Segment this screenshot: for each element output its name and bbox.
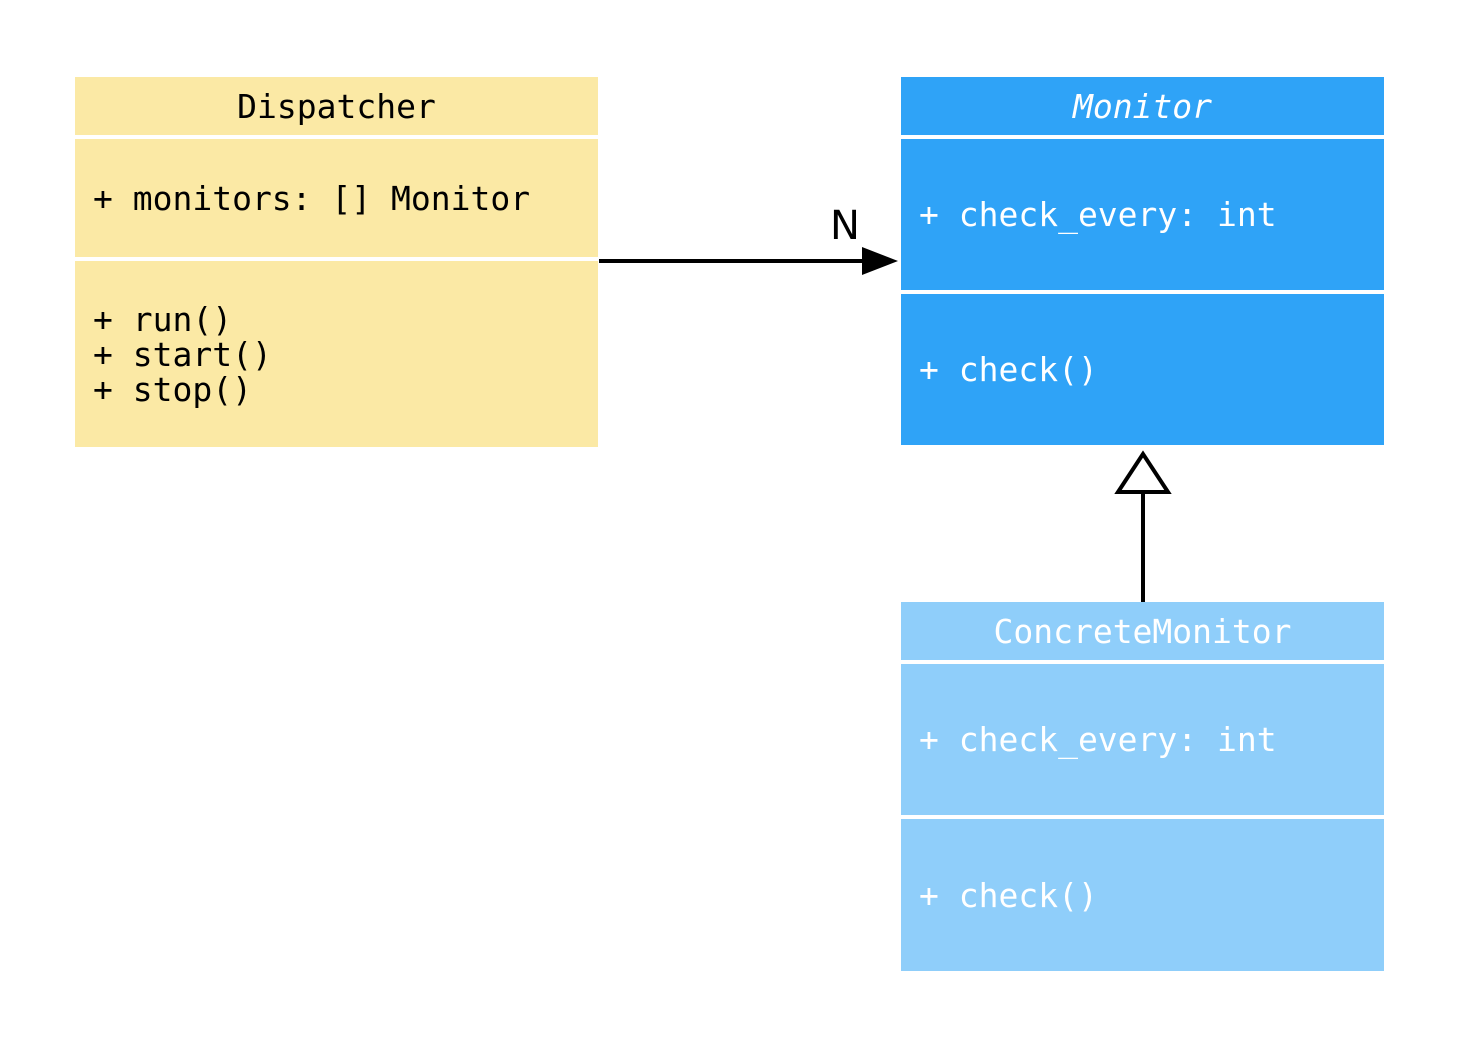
association-arrow-dispatcher-monitor [599, 247, 898, 275]
class-header-concrete-monitor: ConcreteMonitor [901, 602, 1384, 660]
class-name-concrete-monitor: ConcreteMonitor [993, 611, 1292, 651]
methods-section-dispatcher: + run() + start() + stop() [75, 261, 598, 447]
class-name-monitor: Monitor [1072, 86, 1213, 126]
attributes-section-monitor: + check_every: int [901, 139, 1384, 290]
class-name-dispatcher: Dispatcher [237, 86, 436, 126]
attribute-line: + check_every: int [919, 720, 1277, 759]
method-line: + start() [93, 334, 272, 374]
class-header-monitor: Monitor [901, 77, 1384, 135]
attribute-line: + monitors: [] Monitor [93, 178, 531, 218]
class-header-dispatcher: Dispatcher [75, 77, 598, 135]
method-line: + check() [919, 875, 1098, 915]
association-multiplicity-label: N [830, 203, 860, 249]
attribute-line: + check_every: int [919, 195, 1277, 234]
hollow-triangle-arrowhead-icon [1114, 450, 1172, 494]
class-box-monitor: Monitor + check_every: int + check() [901, 77, 1384, 445]
method-line: + check() [919, 350, 1098, 389]
class-box-concrete-monitor: ConcreteMonitor + check_every: int + che… [901, 602, 1384, 971]
method-line: + stop() [93, 369, 252, 409]
methods-section-monitor: + check() [901, 294, 1384, 445]
attributes-section-dispatcher: + monitors: [] Monitor [75, 139, 598, 257]
filled-arrowhead-icon [862, 247, 898, 275]
method-list: + run() + start() + stop() [93, 302, 272, 407]
class-box-dispatcher: Dispatcher + monitors: [] Monitor + run(… [75, 77, 598, 447]
method-line: + run() [93, 299, 233, 339]
attributes-section-concrete-monitor: + check_every: int [901, 664, 1384, 815]
methods-section-concrete-monitor: + check() [901, 819, 1384, 971]
inheritance-arrow-concrete-monitor-monitor [1114, 450, 1172, 602]
